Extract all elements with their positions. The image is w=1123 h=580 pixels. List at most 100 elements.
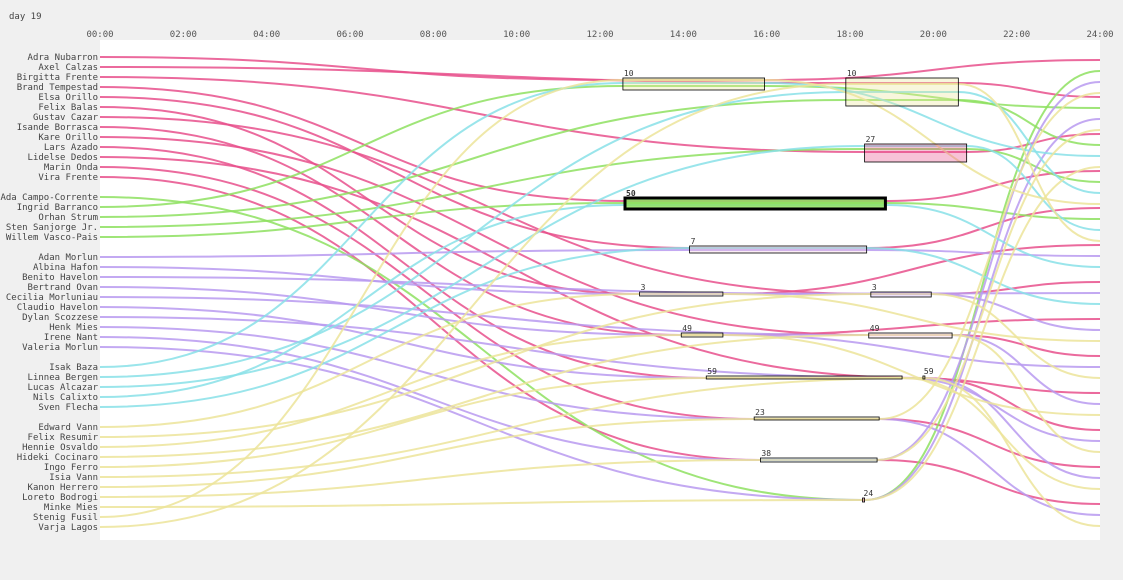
- meeting-box: [760, 457, 878, 463]
- storyline-path: [99, 83, 1101, 528]
- meeting-count-label: 3: [641, 283, 646, 292]
- person-label: Brand Tempestad: [17, 83, 98, 93]
- person-label: Felix Resumir: [28, 433, 99, 443]
- meeting-count-label: 38: [761, 449, 771, 458]
- person-label: Felix Balas: [38, 103, 98, 113]
- person-label: Ingrid Barranco: [17, 203, 98, 213]
- storyline-path: [99, 166, 1101, 468]
- meeting-box: [622, 77, 765, 91]
- person-label: Vira Frente: [38, 173, 98, 183]
- person-label: Hideki Cocinaro: [17, 453, 98, 463]
- person-label: Kanon Herrero: [28, 483, 98, 493]
- storyline-path: [99, 316, 1101, 479]
- x-tick-label: 18:00: [836, 30, 863, 40]
- person-label: Kare Orillo: [38, 133, 98, 143]
- storyline-path: [99, 377, 1101, 490]
- person-label: Willem Vasco-Pais: [6, 233, 98, 243]
- person-label: Hennie Osvaldo: [22, 443, 98, 453]
- x-tick-label: 20:00: [920, 30, 947, 40]
- person-label: Adra Nubarron: [28, 53, 98, 63]
- person-label: Marin Onda: [44, 163, 98, 173]
- storyline-path: [99, 176, 1101, 505]
- x-tick-label: 14:00: [670, 30, 697, 40]
- meeting-count-label: 7: [691, 237, 696, 246]
- person-label: Gustav Cazar: [33, 113, 99, 123]
- x-tick-label: 24:00: [1086, 30, 1113, 40]
- person-label: Birgitta Frente: [17, 73, 98, 83]
- meeting-count-label: 49: [682, 324, 692, 333]
- storyline-path: [99, 99, 1101, 218]
- person-label: Dylan Scozzese: [22, 313, 98, 323]
- storyline-path: [99, 70, 1101, 501]
- storyline-path: [99, 247, 1101, 408]
- storyline-path: [99, 306, 1101, 442]
- storyline-path: [99, 118, 1101, 501]
- person-label: Ingo Ferro: [44, 463, 98, 473]
- meeting-count-label: 23: [755, 408, 765, 417]
- storyline-path: [99, 377, 1101, 527]
- storyline-path: [99, 326, 1101, 516]
- storyline-path: [99, 156, 1101, 431]
- x-tick-label: 10:00: [503, 30, 530, 40]
- storyline-path: [99, 166, 1101, 508]
- storyline-path: [99, 145, 1101, 388]
- person-label: Cecilia Morluniau: [6, 293, 98, 303]
- person-label: Lucas Alcazar: [28, 383, 99, 393]
- meeting-box: [705, 375, 903, 380]
- meeting-box: [753, 416, 880, 421]
- person-label: Albina Hafon: [33, 263, 98, 273]
- storyline-path: [99, 146, 1101, 394]
- meeting-count-label: 59: [707, 367, 717, 376]
- person-label: Nils Calixto: [33, 393, 98, 403]
- person-label: Edward Vann: [38, 423, 98, 433]
- storyline-path: [99, 96, 1101, 249]
- storyline-path: [99, 296, 1101, 405]
- day-label: day 19: [9, 12, 42, 22]
- x-tick-label: 04:00: [253, 30, 280, 40]
- meeting-box: [864, 143, 968, 163]
- meeting-box: [862, 497, 865, 503]
- person-label: Loreto Bodrogi: [22, 493, 98, 503]
- person-label: Sven Flecha: [38, 403, 98, 413]
- meeting-count-label: 10: [624, 69, 634, 78]
- meeting-box: [868, 332, 953, 339]
- x-tick-label: 06:00: [336, 30, 363, 40]
- person-label: Isak Baza: [49, 363, 98, 373]
- meeting-count-label: 59: [924, 367, 934, 376]
- meeting-box: [680, 332, 724, 338]
- x-tick-label: 08:00: [420, 30, 447, 40]
- person-label: Axel Calzas: [38, 63, 98, 73]
- person-label: Isia Vann: [49, 473, 98, 483]
- x-tick-label: 00:00: [86, 30, 113, 40]
- storyline-path: [99, 129, 1101, 498]
- storyline-path: [99, 92, 1101, 488]
- meeting-count-label: 24: [864, 489, 874, 498]
- person-label: Bertrand Ovan: [28, 283, 98, 293]
- person-label: Irene Nant: [44, 333, 98, 343]
- person-label: Adan Morlun: [38, 253, 98, 263]
- meeting-box: [623, 196, 887, 211]
- meeting-box: [922, 375, 926, 380]
- person-label: Henk Mies: [49, 323, 98, 333]
- meeting-count-label: 10: [847, 69, 857, 78]
- person-label: Isande Borrasca: [17, 123, 98, 133]
- meeting-count-label: 3: [872, 283, 877, 292]
- person-label: Sten Sanjorge Jr.: [6, 223, 98, 233]
- storyline-path: [99, 334, 1101, 458]
- x-tick-label: 12:00: [586, 30, 613, 40]
- storyline-path: [99, 293, 1101, 428]
- person-label: Minke Mies: [44, 503, 98, 513]
- meeting-count-label: 50: [626, 189, 636, 198]
- x-tick-label: 22:00: [1003, 30, 1030, 40]
- storyline-path: [99, 86, 1101, 202]
- person-label: Benito Havelon: [22, 273, 98, 283]
- person-label: Lidelse Dedos: [28, 153, 98, 163]
- storyline-path: [99, 136, 1101, 357]
- meeting-count-label: 49: [870, 324, 880, 333]
- person-label: Varja Lagos: [38, 523, 98, 533]
- meeting-box: [845, 77, 959, 107]
